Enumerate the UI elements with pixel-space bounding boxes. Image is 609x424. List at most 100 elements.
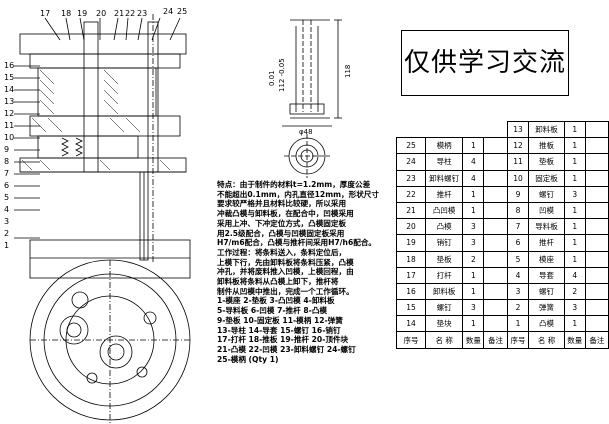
bom-cell-qty-l: 1 <box>462 315 485 333</box>
bom-cell-note-r <box>584 153 609 171</box>
callout-14: 14 <box>4 85 15 94</box>
bom-cell-note-l <box>483 137 508 155</box>
bom-cell-qty-l: 1 <box>462 185 485 203</box>
callout-7: 7 <box>4 169 10 178</box>
note-line: 工作过程：将条料送入，条料定位后， <box>217 247 347 257</box>
callout-23: 23 <box>137 9 148 18</box>
tolerance-upper-label: 0.01 <box>268 70 276 86</box>
bom-cell-name-r: 垫板 <box>528 153 565 171</box>
bom-cell-no-l: 18 <box>396 250 426 268</box>
bom-cell-qty-r: 2 <box>563 282 586 301</box>
callout-21: 21 <box>114 9 125 18</box>
footer-qty: 数量 <box>563 331 586 349</box>
callout-18: 18 <box>61 9 72 18</box>
bom-cell-note-r <box>584 185 609 203</box>
bom-cell-note-r <box>584 218 609 236</box>
callout-9: 9 <box>4 145 10 154</box>
bom-cell-name-r: 卸料板 <box>528 120 565 139</box>
bom-cell-note-l <box>484 122 507 138</box>
bom-cell-no-r: 3 <box>506 282 530 301</box>
bom-cell-note-r <box>584 201 609 220</box>
bom-cell-name-l: 垫块 <box>424 315 464 333</box>
note-line: 制件从凹模中推出，完成一个工作循环。 <box>217 286 354 296</box>
bom-cell-name-l: 模柄 <box>424 137 464 155</box>
diameter-dimension: φ48 <box>299 128 313 136</box>
bom-cell-qty-l: 3 <box>462 299 485 317</box>
bom-cell-no-l: 17 <box>396 266 426 284</box>
callout-4: 4 <box>4 205 10 214</box>
callout-1: 1 <box>4 241 10 250</box>
bom-cell-qty-l: 4 <box>462 153 485 171</box>
callout-10: 10 <box>4 133 15 142</box>
bom-cell-no-r: 9 <box>506 185 530 203</box>
bom-cell-qty-l: 1 <box>462 282 485 301</box>
bom-cell-name-l: 导柱 <box>424 153 464 171</box>
note-line: 13-导柱 14-导套 15-螺钉 16-销钉 <box>217 325 341 335</box>
bom-cell-qty-r: 1 <box>563 169 586 187</box>
footer-qty: 数量 <box>462 331 485 349</box>
bom-cell-note-l <box>483 315 508 333</box>
bom-cell-note-l <box>483 201 508 220</box>
bom-cell-name-l: 推杆 <box>424 185 464 203</box>
bom-cell-qty-r: 1 <box>563 137 586 155</box>
callout-17: 17 <box>40 9 51 18</box>
bom-cell-qty-l: 1 <box>462 266 485 284</box>
bom-cell-no-r: 13 <box>506 120 530 139</box>
bom-cell-name-r: 凹模 <box>528 201 565 220</box>
watermark-box: 仅供学习交流 <box>401 30 569 96</box>
bom-cell-qty-r: 1 <box>563 250 586 268</box>
bom-cell-no-l: 19 <box>396 234 426 252</box>
footer-note: 备注 <box>584 331 609 349</box>
callout-24: 24 <box>163 7 174 16</box>
bom-cell-qty-r: 1 <box>563 234 586 252</box>
note-line: 25-模柄 (Qty 1) <box>217 354 279 364</box>
footer-no: 序号 <box>396 331 426 349</box>
note-line: 用2.5级配合，凸模与凹模固定板采用 <box>217 228 345 238</box>
bom-cell-note-r <box>584 137 609 155</box>
bom-cell-name-r: 模座 <box>528 250 565 268</box>
bom-cell-name-r: 凸模 <box>528 315 565 333</box>
callout-25: 25 <box>177 7 188 16</box>
bom-cell-note-r <box>584 315 609 333</box>
bom-cell-note-l <box>483 250 508 268</box>
bom-cell-name-l: 卸料板 <box>424 282 464 301</box>
bom-cell-name-r: 导料板 <box>528 218 565 236</box>
bom-cell-qty-r: 1 <box>563 153 586 171</box>
bom-cell-no-r: 7 <box>506 218 530 236</box>
callout-15: 15 <box>4 73 15 82</box>
bom-cell-note-l <box>483 282 508 301</box>
note-line: 特点：由于制件的材料t=1.2mm，厚度公差 <box>217 180 371 189</box>
bom-cell-qty-l: 2 <box>462 250 485 268</box>
note-line: 17-打杆 18-推板 19-推杆 20-顶件块 <box>217 335 349 345</box>
tolerance-lower-label: 112 -0.05 <box>278 58 286 92</box>
bom-cell-no-l: 23 <box>396 169 426 187</box>
bom-cell-no-r: 12 <box>506 137 530 155</box>
note-line: 9-垫板 10-固定板 11-模柄 12-弹簧 <box>217 315 343 325</box>
note-line: 卸料板将条料从凸模上卸下，推杆将 <box>217 277 339 287</box>
bom-cell-name-r: 固定板 <box>528 169 565 187</box>
bom-cell-name-r: 导套 <box>528 266 565 284</box>
callout-22: 22 <box>125 9 136 18</box>
bom-cell-note-r <box>584 266 609 284</box>
callout-13: 13 <box>4 97 15 106</box>
footer-name: 名 称 <box>424 331 464 349</box>
bom-cell-note-r <box>584 169 609 187</box>
note-line: 5-导料板 6-凹模 7-推杆 8-凸模 <box>217 306 328 316</box>
length-dimension: 118 <box>344 64 352 78</box>
bom-cell-note-l <box>483 234 508 252</box>
bom-cell-name-r: 推杆 <box>528 234 565 252</box>
callout-19: 19 <box>77 9 88 18</box>
note-line: 1-模座 2-垫板 3-凸凹模 4-卸料板 <box>217 296 335 306</box>
bom-cell-note-l <box>483 299 508 317</box>
bom-cell-qty-r: 1 <box>563 201 586 220</box>
bom-cell-qty-r: 1 <box>563 120 586 139</box>
